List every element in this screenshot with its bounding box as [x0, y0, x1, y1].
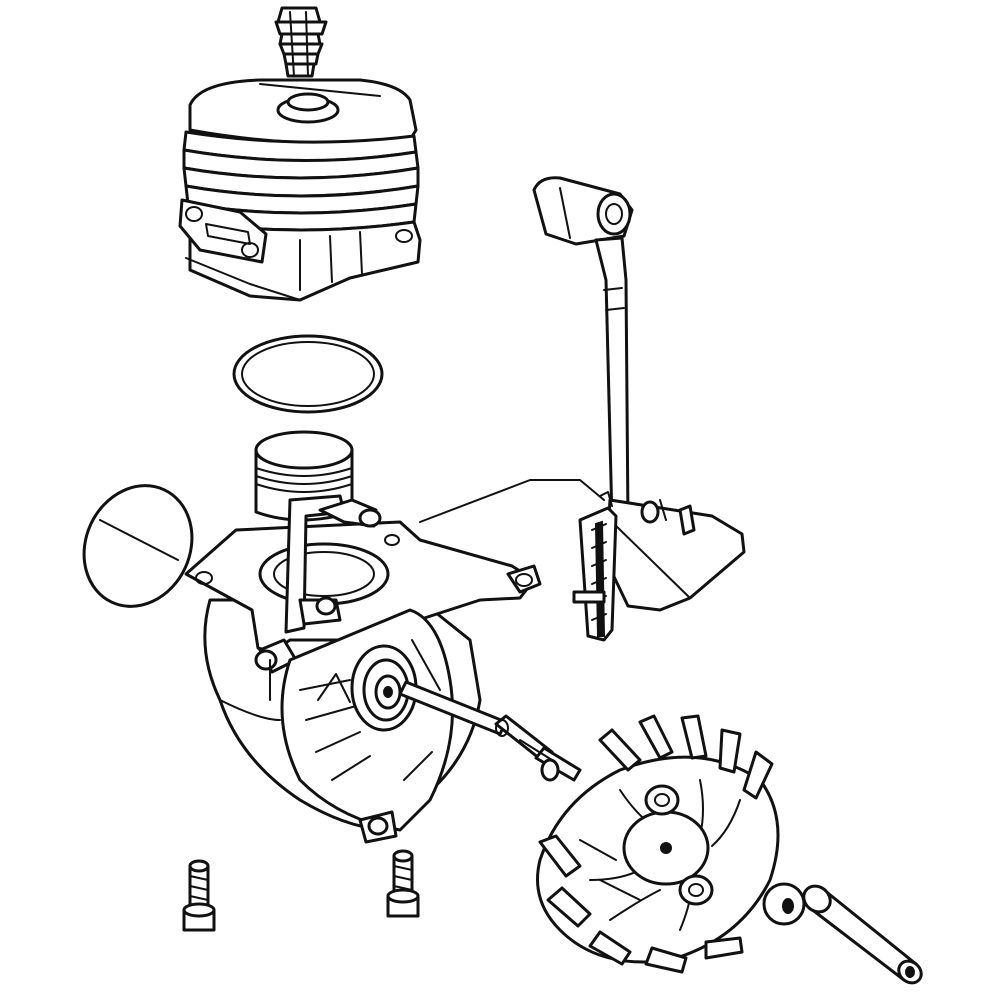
crankshaft: [398, 680, 582, 782]
cylinder: [178, 78, 422, 302]
flywheel: [536, 714, 780, 974]
mounting-screw: [182, 859, 216, 932]
washer: [762, 882, 806, 926]
pin: [802, 884, 923, 985]
spark-plug: [274, 6, 328, 78]
crankcase-gasket: [82, 484, 194, 608]
ignition-module: [419, 176, 746, 642]
mounting-screw: [386, 849, 420, 918]
cylinder-gasket: [232, 334, 384, 414]
crankcase: [184, 494, 542, 844]
